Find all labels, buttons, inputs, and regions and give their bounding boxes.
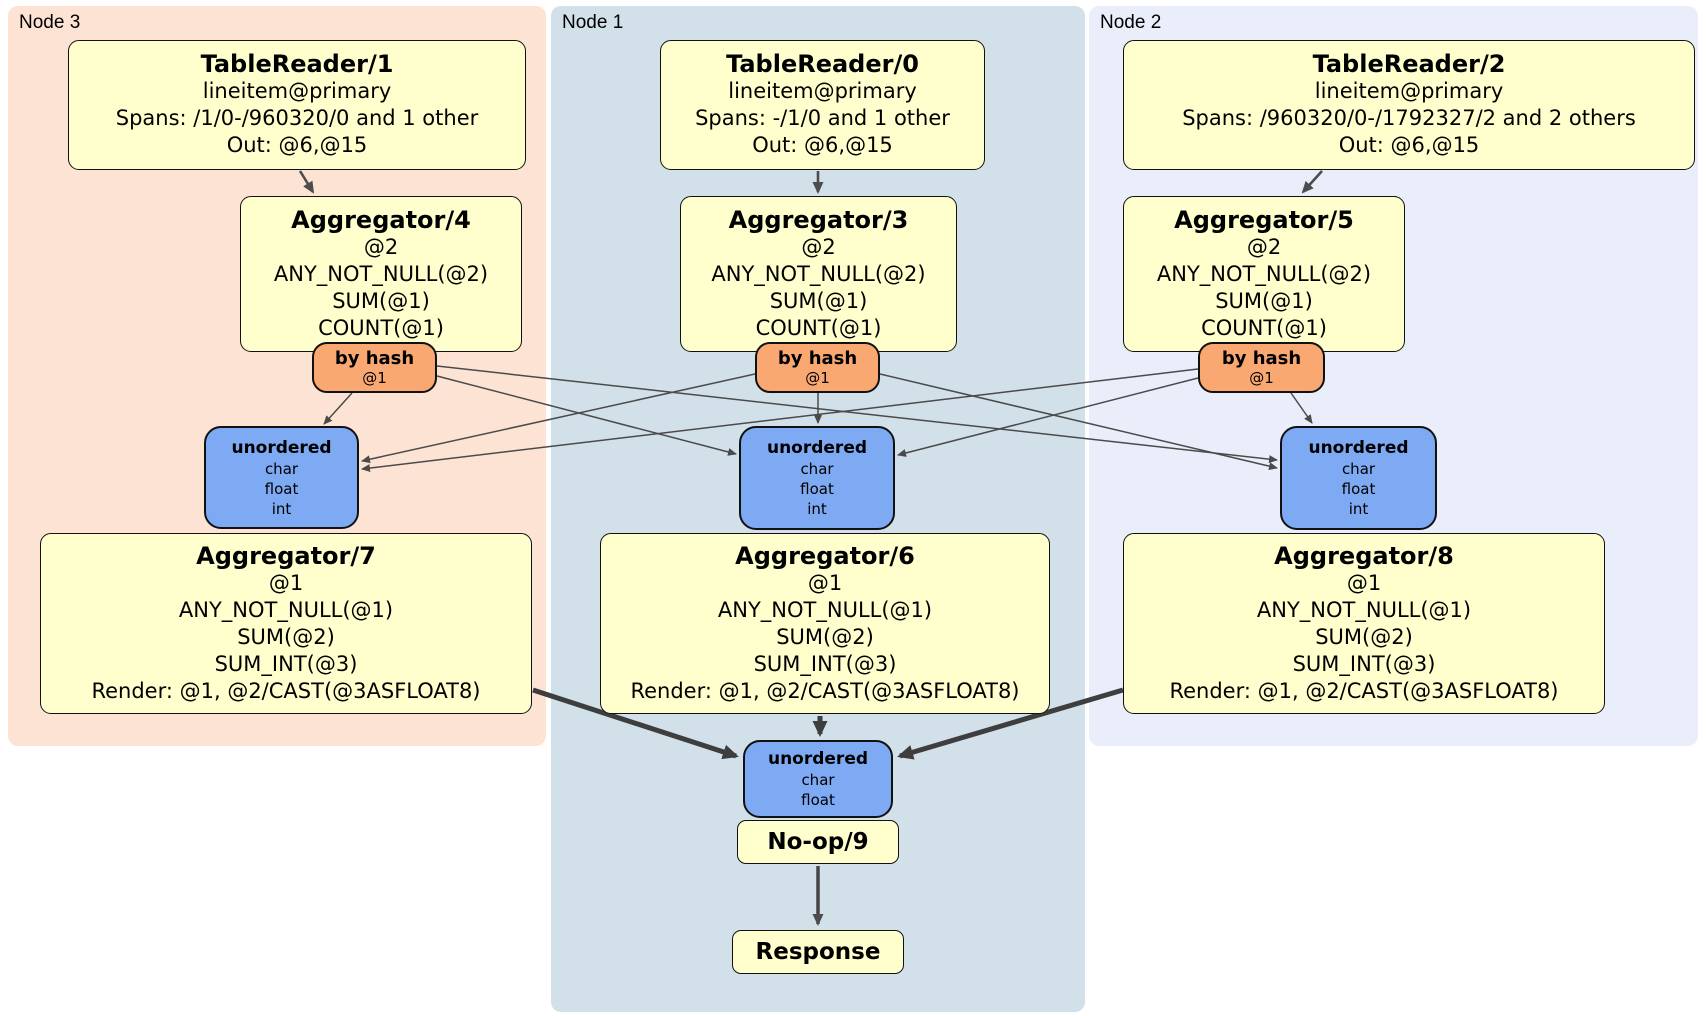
sync2-box: unordered char float int [1280, 426, 1437, 530]
sync-stream: char [264, 459, 299, 478]
box-line: @2 [1246, 234, 1282, 259]
box-line: Render: @1, @2/CAST(@3ASFLOAT8) [91, 678, 481, 703]
box-line: Render: @1, @2/CAST(@3ASFLOAT8) [630, 678, 1020, 703]
sync-title: unordered [1308, 438, 1409, 458]
sync3-box: unordered char float int [204, 426, 359, 529]
aggregator4-box: Aggregator/4 @2 ANY_NOT_NULL(@2) SUM(@1)… [240, 196, 522, 352]
box-line: COUNT(@1) [318, 315, 444, 340]
noop-box: No-op/9 [737, 820, 899, 864]
box-line: Spans: /960320/0-/1792327/2 and 2 others [1182, 106, 1636, 130]
sync-title: unordered [767, 749, 869, 769]
aggregator8-box: Aggregator/8 @1 ANY_NOT_NULL(@1) SUM(@2)… [1123, 533, 1605, 714]
node1-label: Node 1 [562, 12, 624, 33]
aggregator6-box: Aggregator/6 @1 ANY_NOT_NULL(@1) SUM(@2)… [600, 533, 1050, 714]
box-title: Response [755, 939, 881, 965]
box-line: SUM(@1) [332, 288, 430, 313]
box-line: Out: @6,@15 [226, 133, 368, 157]
box-line: SUM_INT(@3) [753, 651, 897, 676]
box-line: lineitem@primary [1314, 79, 1504, 103]
box-title: No-op/9 [767, 829, 869, 855]
box-line: ANY_NOT_NULL(@2) [711, 261, 926, 286]
box-line: ANY_NOT_NULL(@1) [178, 597, 394, 622]
tablereader2-box: TableReader/2 lineitem@primary Spans: /9… [1123, 40, 1695, 170]
sync-stream: int [271, 499, 292, 518]
sync-stream: float [264, 479, 299, 498]
box-line: Spans: /1/0-/960320/0 and 1 other [115, 106, 479, 130]
aggregator3-box: Aggregator/3 @2 ANY_NOT_NULL(@2) SUM(@1)… [680, 196, 957, 352]
hash-router1-box: by hash @1 [755, 342, 880, 393]
sync-stream: int [807, 500, 827, 518]
aggregator7-box: Aggregator/7 @1 ANY_NOT_NULL(@1) SUM(@2)… [40, 533, 532, 714]
box-line: @2 [363, 234, 399, 259]
sync-stream: int [1348, 500, 1369, 518]
box-line: ANY_NOT_NULL(@2) [1156, 261, 1372, 286]
box-line: SUM(@1) [769, 288, 868, 313]
sync-stream: char [1341, 460, 1376, 478]
node2-label: Node 2 [1100, 12, 1162, 33]
sync-stream: char [800, 460, 834, 478]
response-box: Response [732, 930, 904, 974]
box-line: lineitem@primary [728, 79, 917, 103]
box-line: SUM(@1) [1215, 288, 1313, 313]
router-title: by hash [334, 347, 415, 369]
aggregator5-box: Aggregator/5 @2 ANY_NOT_NULL(@2) SUM(@1)… [1123, 196, 1405, 352]
box-line: @2 [801, 234, 836, 259]
router-title: by hash [777, 347, 858, 369]
box-line: @1 [268, 570, 304, 595]
box-line: SUM(@2) [237, 624, 335, 649]
tablereader0-box: TableReader/0 lineitem@primary Spans: -/… [660, 40, 985, 170]
tablereader1-box: TableReader/1 lineitem@primary Spans: /1… [68, 40, 526, 170]
box-title: Aggregator/5 [1174, 205, 1354, 234]
box-line: Out: @6,@15 [752, 133, 893, 157]
box-title: Aggregator/6 [735, 541, 915, 570]
router-column: @1 [362, 368, 387, 387]
box-line: ANY_NOT_NULL(@1) [717, 597, 933, 622]
sync-stream: char [801, 771, 835, 789]
box-title: Aggregator/4 [291, 205, 471, 234]
router-column: @1 [805, 368, 830, 387]
sync-title: unordered [231, 437, 332, 458]
box-title: Aggregator/3 [728, 205, 909, 234]
sync-stream: float [1341, 480, 1376, 498]
box-title: Aggregator/8 [1274, 541, 1454, 570]
box-line: SUM_INT(@3) [1292, 651, 1436, 676]
hash-router2-box: by hash @1 [1198, 342, 1325, 393]
box-line: ANY_NOT_NULL(@1) [1256, 597, 1472, 622]
box-line: SUM_INT(@3) [214, 651, 358, 676]
box-line: SUM(@2) [1315, 624, 1413, 649]
sync-stream: float [801, 791, 835, 809]
box-line: Render: @1, @2/CAST(@3ASFLOAT8) [1169, 678, 1559, 703]
box-line: Spans: -/1/0 and 1 other [695, 106, 950, 130]
box-line: ANY_NOT_NULL(@2) [273, 261, 489, 286]
router-column: @1 [1249, 368, 1274, 387]
box-title: TableReader/2 [1312, 50, 1506, 78]
node3-label: Node 3 [19, 12, 81, 33]
sync1-box: unordered char float int [739, 426, 895, 530]
box-line: @1 [807, 570, 843, 595]
box-line: Out: @6,@15 [1338, 133, 1480, 157]
sync-title: unordered [766, 438, 868, 458]
box-title: TableReader/0 [726, 50, 919, 78]
sync-stream: float [800, 480, 834, 498]
box-title: Aggregator/7 [196, 541, 376, 570]
box-title: TableReader/1 [200, 50, 394, 78]
box-line: COUNT(@1) [1201, 315, 1327, 340]
final-sync-box: unordered char float [743, 740, 893, 818]
box-line: SUM(@2) [776, 624, 874, 649]
router-title: by hash [1221, 347, 1302, 369]
box-line: @1 [1346, 570, 1382, 595]
hash-router3-box: by hash @1 [312, 342, 437, 393]
box-line: lineitem@primary [202, 79, 392, 103]
box-line: COUNT(@1) [755, 315, 882, 340]
